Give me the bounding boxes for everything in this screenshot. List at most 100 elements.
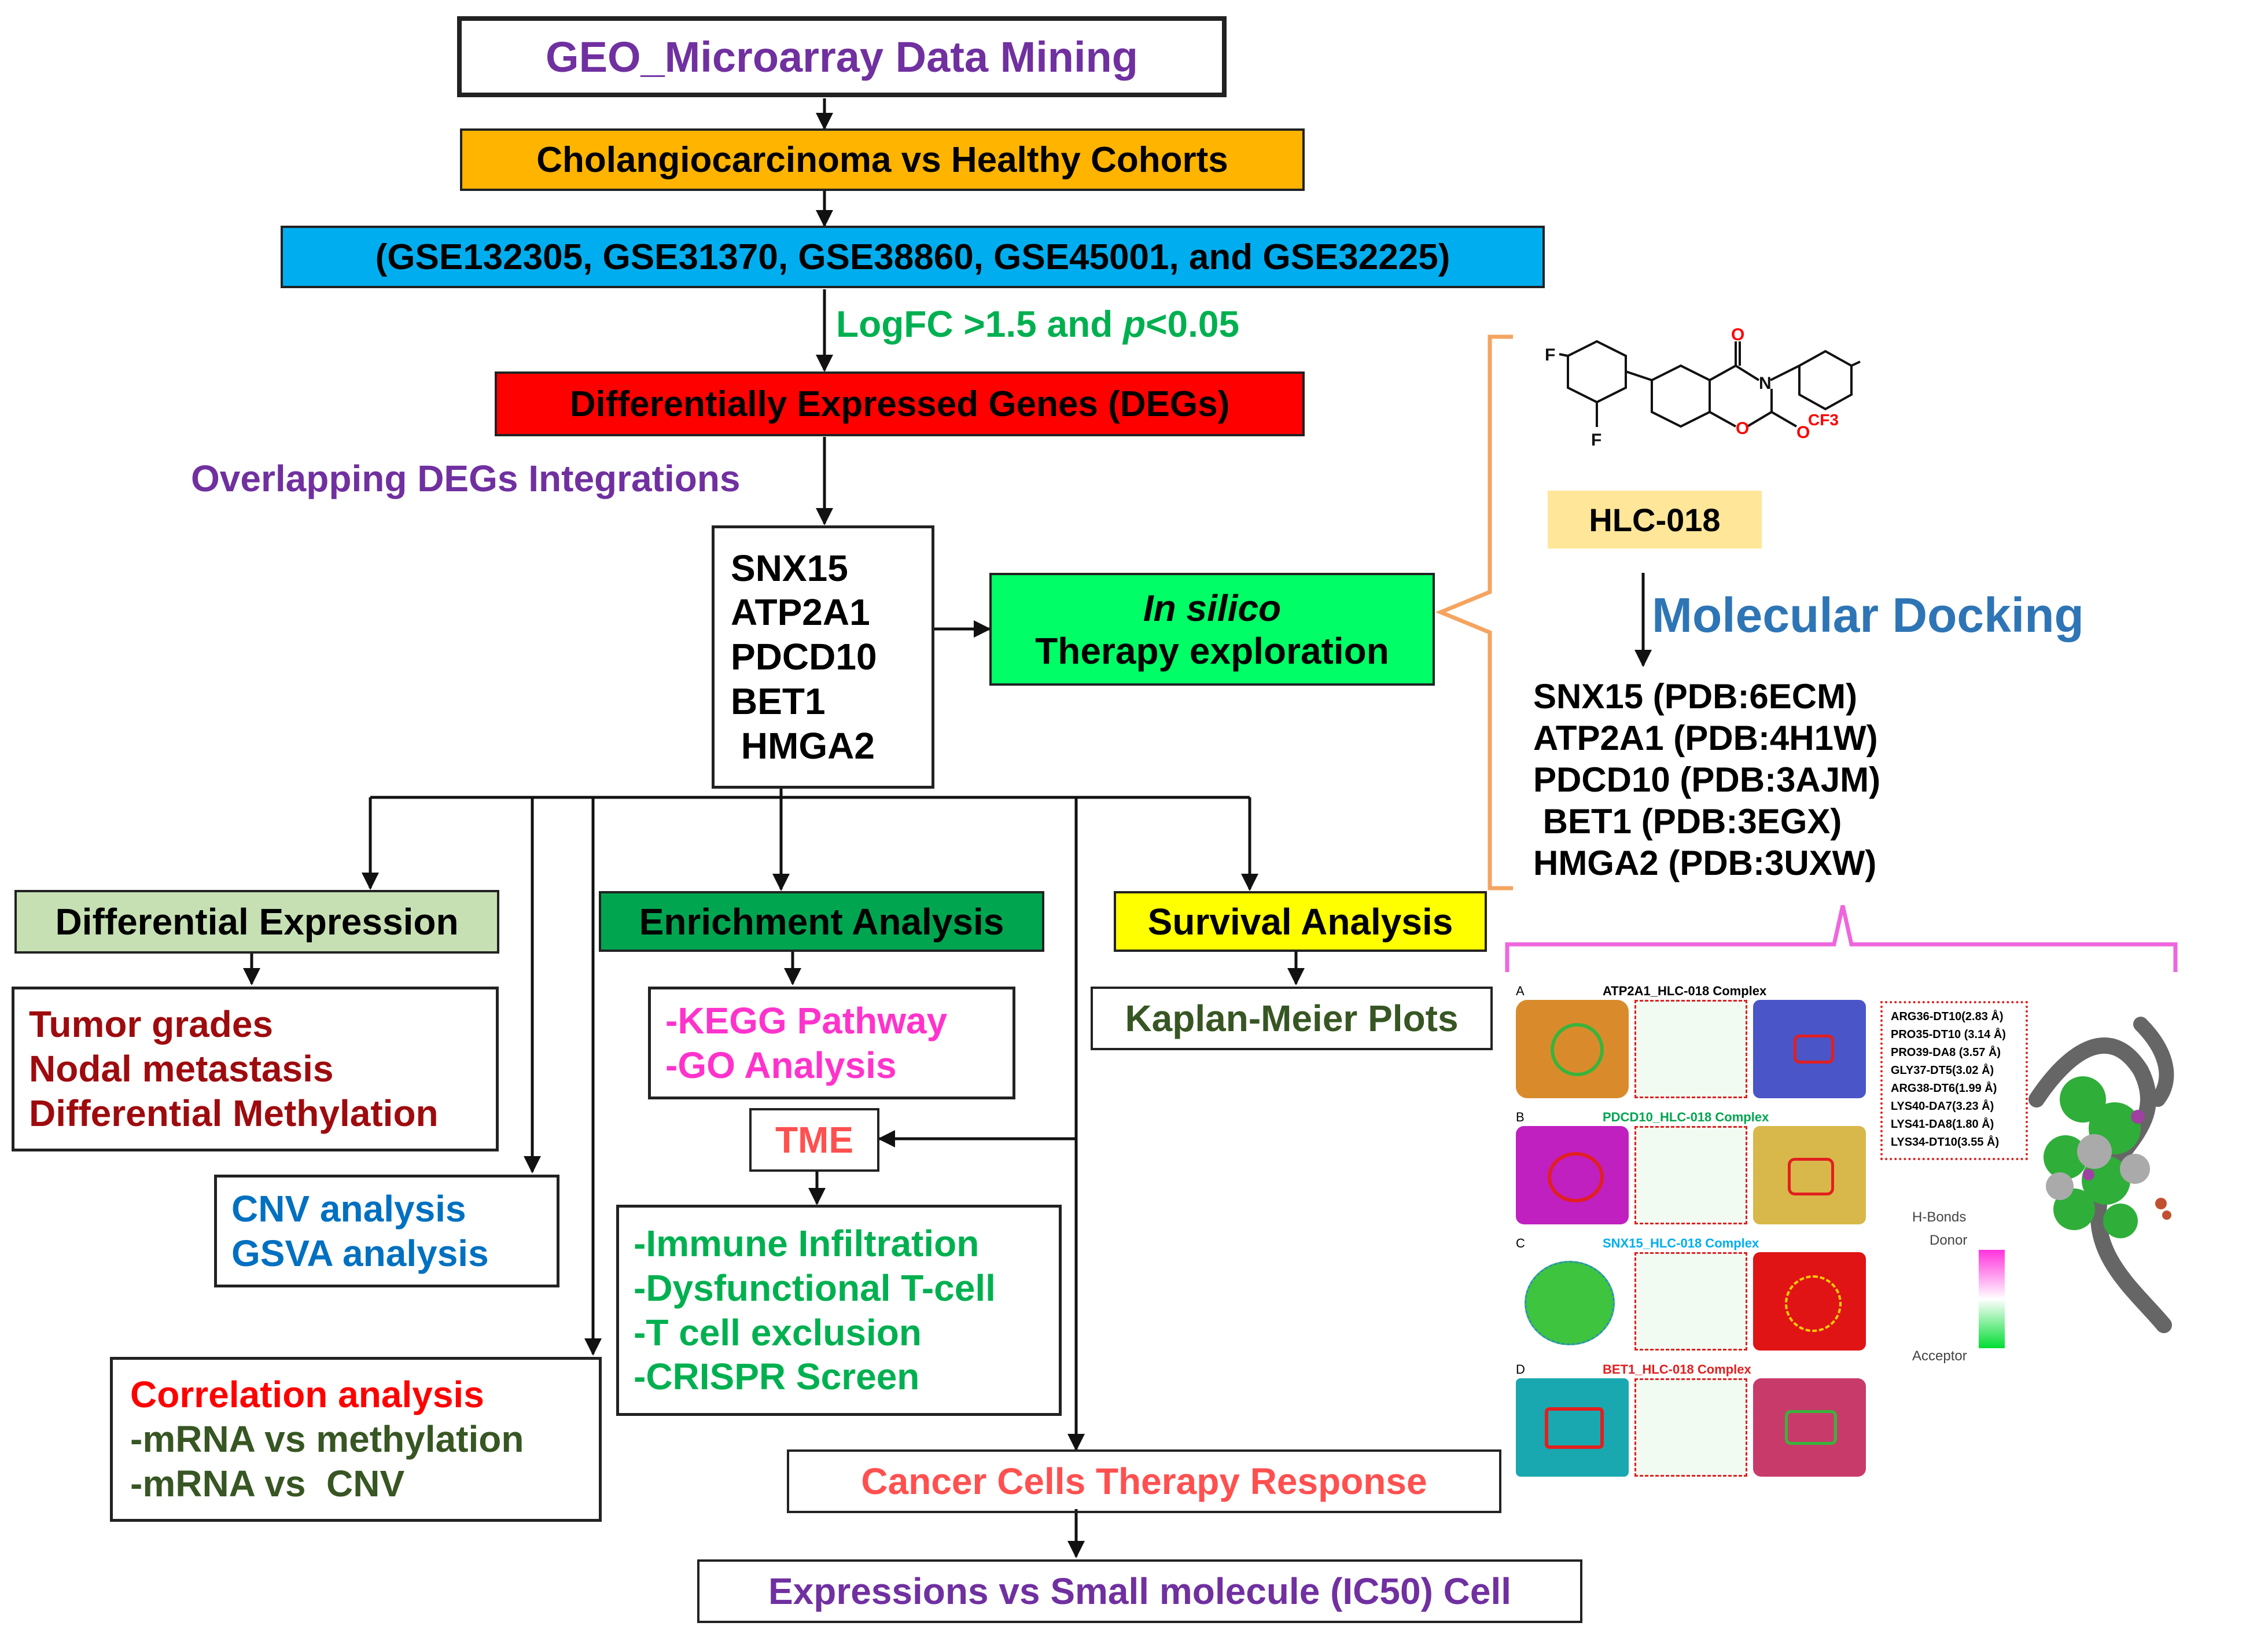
pdb-hmga2: HMGA2 (PDB:3UXW) <box>1533 843 1877 882</box>
diff-expr-items-box: Tumor grades Nodal metastasis Differenti… <box>12 987 499 1151</box>
atom-o-ring: O <box>1736 419 1749 438</box>
logfc-prefix: LogFC >1.5 and <box>836 303 1124 345</box>
in-silico-line1: In silico <box>1143 587 1282 629</box>
bond-6: LYS40-DA7(3.23 Å) <box>1891 1100 1994 1113</box>
survival-box: Survival Analysis <box>1114 891 1487 952</box>
gene-atp2a1: ATP2A1 <box>731 591 870 634</box>
kaplan-label: Kaplan-Meier Plots <box>1125 998 1459 1039</box>
diff-expr-box: Differential Expression <box>14 890 499 954</box>
tme-items-box: -Immune Infiltration -Dysfunctional T-ce… <box>616 1205 1062 1416</box>
panel-a-surface <box>1753 1000 1866 1098</box>
bond-3: PRO39-DA8 (3.57 Å) <box>1891 1046 2001 1059</box>
atom-f-bottom: F <box>1591 431 1601 450</box>
logfc-suffix: <0.05 <box>1146 303 1240 345</box>
pdb-pdcd10: PDCD10 (PDB:3AJM) <box>1533 760 1881 799</box>
bond-1: ARG36-DT10(2.83 Å) <box>1891 1010 2004 1023</box>
diff-methylation: Differential Methylation <box>29 1092 439 1134</box>
panel-d-title: BET1_HLC-018 Complex <box>1603 1362 1751 1377</box>
panel-a-interactions <box>1634 1000 1747 1098</box>
kaplan-box: Kaplan-Meier Plots <box>1091 987 1493 1050</box>
atom-o-carbonyl: O <box>1731 325 1744 344</box>
panel-d: D BET1_HLC-018 Complex <box>1516 1362 1869 1478</box>
logfc-label: LogFC >1.5 and p<0.05 <box>836 303 1239 345</box>
panel-b-protein <box>1516 1126 1629 1224</box>
enrichment-items-box: -KEGG Pathway -GO Analysis <box>648 987 1015 1099</box>
hbond-list: ARG36-DT10(2.83 Å) PRO35-DT10 (3.14 Å) P… <box>1880 1001 2028 1160</box>
gene-hmga2: HMGA2 <box>731 724 875 767</box>
correlation-box: Correlation analysis -mRNA vs methylatio… <box>110 1357 602 1522</box>
mrna-methylation: -mRNA vs methylation <box>130 1418 524 1460</box>
pdb-snx15: SNX15 (PDB:6ECM) <box>1533 676 1858 716</box>
gsva-analysis: GSVA analysis <box>231 1232 489 1274</box>
gene-bet1: BET1 <box>731 680 826 722</box>
panel-c: C SNX15_HLC-018 Complex <box>1516 1236 1869 1352</box>
bond-4: GLY37-DT5(3.02 Å) <box>1891 1064 1994 1077</box>
diff-expr-label: Differential Expression <box>55 901 459 943</box>
in-silico-box: In silico Therapy exploration <box>989 573 1435 686</box>
tme-box: TME <box>749 1108 879 1172</box>
panel-b-interactions <box>1634 1126 1747 1224</box>
enrichment-label: Enrichment Analysis <box>639 900 1004 943</box>
panel-a: A ATP2A1_HLC-018 Complex <box>1516 984 1869 1099</box>
bond-8: LYS34-DT10(3.55 Å) <box>1891 1136 2000 1149</box>
cohorts-box: Cholangiocarcinoma vs Healthy Cohorts <box>460 128 1305 191</box>
hbond-legend-acceptor: Acceptor <box>1912 1348 1967 1364</box>
kegg-pathway: -KEGG Pathway <box>665 999 948 1042</box>
ic50-label: Expressions vs Small molecule (IC50) Cel… <box>768 1570 1512 1612</box>
hbond-legend-title: H-Bonds <box>1912 1209 1967 1225</box>
panel-b-title: PDCD10_HLC-018 Complex <box>1603 1110 1769 1124</box>
atom-n: N <box>1759 374 1772 393</box>
therapy-response-box: Cancer Cells Therapy Response <box>787 1449 1501 1513</box>
pdb-atp2a1: ATP2A1 (PDB:4H1W) <box>1533 718 1878 757</box>
cohorts-label: Cholangiocarcinoma vs Healthy Cohorts <box>536 139 1228 180</box>
hbond-legend-donor: Donor <box>1930 1232 1968 1248</box>
hbond-color-scale <box>1979 1250 2005 1348</box>
bond-7: LYS41-DA8(1.80 Å) <box>1891 1118 1994 1131</box>
orange-bracket <box>1435 334 1513 891</box>
panel-d-surface <box>1753 1378 1866 1477</box>
hlc-box: HLC-018 <box>1548 491 1762 549</box>
cnv-analysis: CNV analysis <box>231 1187 466 1230</box>
survival-label: Survival Analysis <box>1147 900 1453 943</box>
geo-box: GEO_Microarray Data Mining <box>457 16 1227 97</box>
degs-box: Differentially Expressed Genes (DEGs) <box>495 371 1305 436</box>
tumor-grades: Tumor grades <box>29 1003 273 1046</box>
panel-a-title: ATP2A1_HLC-018 Complex <box>1603 984 1767 998</box>
overlap-label: Overlapping DEGs Integrations <box>191 458 741 499</box>
atom-cf3: CF3 <box>1808 411 1839 429</box>
panel-c-protein <box>1516 1252 1629 1351</box>
mrna-cnv: -mRNA vs CNV <box>130 1462 405 1504</box>
docking-figure: A ATP2A1_HLC-018 Complex B PDCD10_HLC-01… <box>1510 978 2268 1499</box>
panel-d-protein <box>1516 1378 1629 1477</box>
pink-bracket <box>1505 905 2178 972</box>
panel-c-title: SNX15_HLC-018 Complex <box>1603 1236 1759 1250</box>
docking-label: Molecular Docking <box>1652 588 2084 642</box>
ic50-box: Expressions vs Small molecule (IC50) Cel… <box>697 1559 1582 1623</box>
tme-label: TME <box>775 1119 854 1161</box>
panel-d-letter: D <box>1516 1362 1525 1377</box>
bond-2: PRO35-DT10 (3.14 Å) <box>1891 1028 2006 1041</box>
enrichment-box: Enrichment Analysis <box>599 891 1044 952</box>
genes-box: SNX15 ATP2A1 PDCD10 BET1 HMGA2 <box>712 525 934 789</box>
atom-f-top: F <box>1545 345 1555 365</box>
panel-c-interactions <box>1634 1252 1747 1351</box>
datasets-label: (GSE132305, GSE31370, GSE38860, GSE45001… <box>375 237 1450 277</box>
fluorophenyl-ring <box>1567 340 1627 404</box>
geo-label: GEO_Microarray Data Mining <box>546 32 1138 81</box>
hlc-018-structure: F F O N O O CF3 <box>1545 325 1861 450</box>
in-silico-line2: Therapy exploration <box>1035 630 1389 672</box>
dna-protein-complex <box>2028 1017 2174 1333</box>
degs-label: Differentially Expressed Genes (DEGs) <box>569 384 1230 424</box>
go-analysis: -GO Analysis <box>665 1044 897 1086</box>
bond-5: ARG38-DT6(1.99 Å) <box>1891 1082 1997 1095</box>
nodal-metastasis: Nodal metastasis <box>29 1048 334 1090</box>
panel-c-letter: C <box>1516 1236 1525 1250</box>
logfc-p: p <box>1123 303 1146 345</box>
panel-d-interactions <box>1634 1378 1747 1477</box>
panel-c-surface <box>1753 1252 1866 1351</box>
tcell-exclusion: -T cell exclusion <box>634 1311 922 1353</box>
panel-b: B PDCD10_HLC-018 Complex <box>1516 1110 1869 1226</box>
therapy-response-label: Cancer Cells Therapy Response <box>861 1460 1427 1502</box>
hlc-label: HLC-018 <box>1589 501 1721 538</box>
